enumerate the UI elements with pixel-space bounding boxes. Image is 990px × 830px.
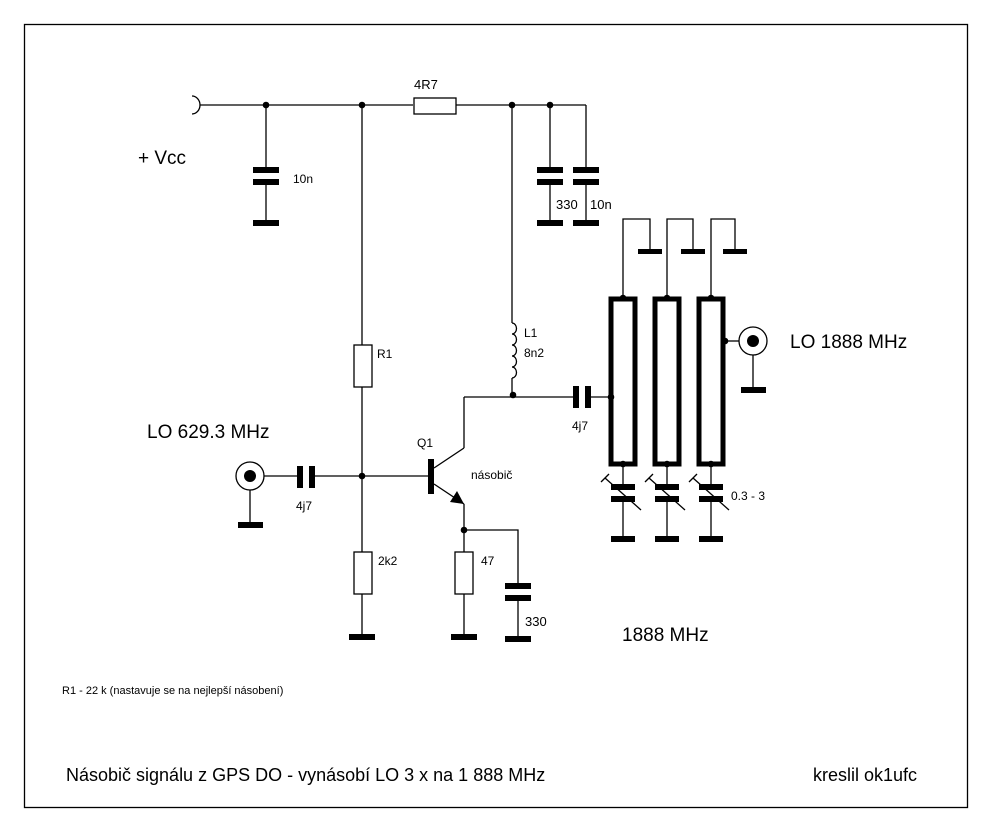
capacitor-output-4j7 [573, 386, 591, 408]
resonator-ground-line [622, 218, 651, 297]
q1-label: Q1 [417, 436, 433, 450]
capacitor-bypass-330 [537, 105, 563, 226]
drawing-frame [23, 23, 969, 809]
trimmer-arrow [648, 477, 686, 511]
ground-symbol [681, 249, 705, 254]
author-label: kreslil ok1ufc [813, 765, 917, 785]
cap-bypass2-value: 10n [590, 197, 612, 212]
resistor-emitter-47 [454, 551, 474, 595]
trimmer-capacitor-plate [611, 496, 635, 502]
cap-input-value: 4j7 [296, 499, 312, 513]
trimmer-arrow [604, 477, 642, 511]
input-frequency-label: LO 629.3 MHz [147, 422, 270, 443]
resistor-2k2 [353, 551, 373, 595]
trimmer-range-label: 0.3 - 3 [731, 489, 765, 503]
capacitor-bypass-10n [573, 105, 599, 226]
ground-symbol [699, 536, 723, 542]
ground-symbol [451, 634, 477, 640]
multiplier-label: násobič [471, 468, 512, 482]
l1-name-label: L1 [524, 326, 538, 340]
transistor-q1 [428, 397, 465, 552]
ground-symbol [611, 536, 635, 542]
resistor-r1 [353, 344, 373, 388]
resonator-ground-line [666, 218, 694, 297]
r1-label: R1 [377, 347, 393, 361]
trimmer-capacitor-plate [611, 484, 635, 490]
resistor-supply-value: 4R7 [414, 77, 438, 92]
inductor-l1 [511, 322, 518, 379]
resonator-1 [608, 296, 638, 467]
junction-dot [663, 294, 671, 302]
trimmer-arrow [692, 477, 730, 511]
filter-resonators [600, 218, 747, 542]
resonator-ground-line [710, 218, 736, 297]
output-frequency-label: LO 1888 MHz [790, 332, 907, 353]
resistor-4r7 [413, 97, 511, 115]
resonator-3 [696, 296, 726, 467]
ground-symbol [638, 249, 662, 254]
vcc-terminal [191, 95, 201, 115]
cap-bypass1-value: 330 [556, 197, 578, 212]
trimmer-capacitor-plate [699, 484, 723, 490]
trimmer-capacitor-plate [655, 484, 679, 490]
ground-symbol [723, 249, 747, 254]
capacitor-emitter-330 [464, 529, 531, 642]
cap-vcc-value: 10n [293, 172, 313, 186]
resonator-2 [652, 296, 682, 467]
cap-emitter-value: 330 [525, 614, 547, 629]
vcc-label: + Vcc [138, 148, 186, 169]
trimmer-capacitor-plate [699, 496, 723, 502]
trimmer-capacitor-plate [655, 496, 679, 502]
capacitor-vcc-10n [253, 105, 279, 226]
ground-symbol [253, 220, 279, 226]
drawing-title: Násobič signálu z GPS DO - vynásobí LO 3… [66, 765, 545, 785]
junction-dot [707, 294, 715, 302]
junction-dot [509, 391, 517, 399]
junction-dot [619, 294, 627, 302]
resistor-bias-value: 2k2 [378, 554, 398, 568]
cap-output-value: 4j7 [572, 419, 588, 433]
r1-note: R1 - 22 k (nastavuje se na nejlepší náso… [62, 685, 283, 697]
l1-value-label: 8n2 [524, 346, 544, 360]
filter-frequency-label: 1888 MHz [622, 625, 709, 646]
input-connector [235, 461, 265, 528]
ground-symbol [349, 634, 375, 640]
output-connector [738, 326, 768, 393]
ground-symbol [655, 536, 679, 542]
capacitor-input-4j7 [297, 466, 315, 488]
resistor-emitter-value: 47 [481, 554, 495, 568]
